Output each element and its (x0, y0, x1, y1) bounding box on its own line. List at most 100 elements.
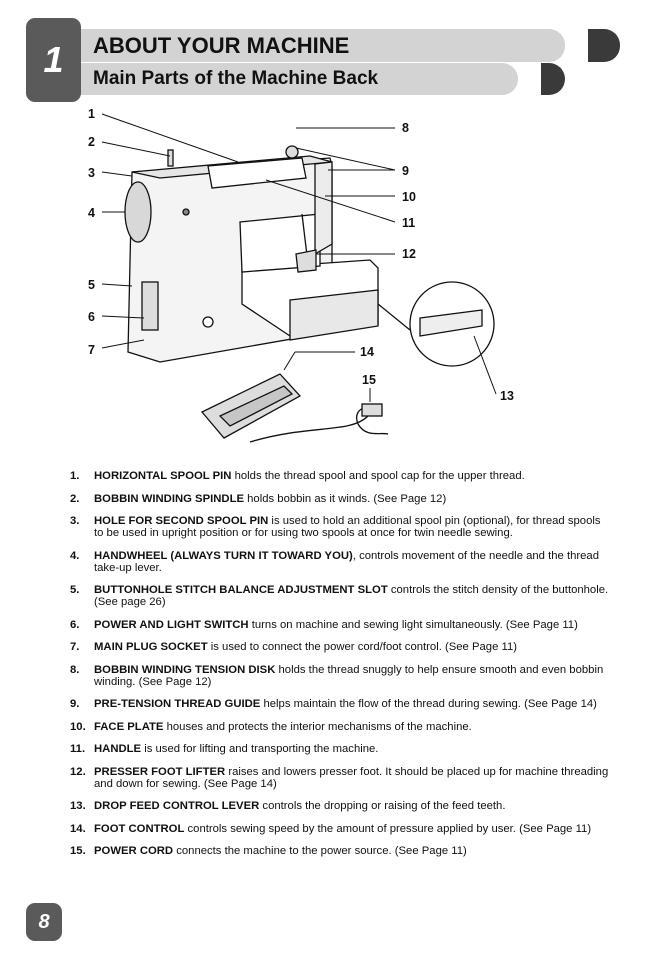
part-name: BOBBIN WINDING TENSION DISK (94, 663, 276, 676)
list-item: 5. BUTTONHOLE STITCH BALANCE ADJUSTMENT S… (70, 584, 610, 608)
page-number: 8 (38, 910, 50, 933)
item-text: FACE PLATE houses and protects the inter… (94, 721, 610, 733)
item-text: POWER CORD connects the machine to the p… (94, 845, 610, 857)
part-description: holds the thread snuggly to help ensure … (94, 663, 604, 688)
part-description: connects the machine to the power source… (173, 845, 467, 857)
item-number: 15. (70, 845, 86, 857)
part-name: HANDLE (94, 743, 142, 755)
item-text: HANDWHEEL (ALWAYS TURN IT TOWARD YOU), c… (94, 550, 610, 574)
part-name: FOOT CONTROL (94, 822, 185, 835)
part-description: houses and protects the interior mechani… (163, 720, 472, 733)
list-item: 10. FACE PLATE houses and protects the in… (70, 721, 610, 733)
part-description: , controls movement of the needle and th… (94, 549, 599, 574)
handle (207, 157, 307, 189)
part-name: POWER AND LIGHT SWITCH (94, 618, 249, 631)
screw (182, 208, 190, 216)
title-chevron-gap (565, 29, 588, 62)
item-number: 7. (70, 641, 80, 653)
list-item: 9. PRE-TENSION THREAD GUIDE helps maintai… (70, 698, 610, 710)
callout-2: 2 (88, 135, 95, 149)
title-chevron-icon (588, 29, 620, 62)
part-description: turns on machine and sewing light simult… (248, 618, 578, 631)
list-item: 2.BOBBIN WINDING SPINDLE holds bobbin as… (70, 493, 610, 505)
callout-9: 9 (402, 164, 409, 178)
callout-12: 12 (402, 247, 416, 261)
bed-front (289, 289, 379, 341)
item-text: PRE-TENSION THREAD GUIDE helps maintain … (94, 698, 610, 710)
list-item: 14. FOOT CONTROL controls sewing speed by… (70, 823, 610, 835)
part-name: BUTTONHOLE STITCH BALANCE ADJUSTMENT SLO… (94, 584, 388, 596)
part-description: holds the thread spool and spool cap for… (231, 470, 525, 482)
callout-14: 14 (360, 345, 374, 359)
item-number: 13. (70, 800, 86, 812)
callout-15: 15 (362, 373, 376, 387)
item-number: 1. (70, 470, 80, 482)
callout-7: 7 (88, 343, 95, 357)
item-number: 12. (70, 765, 86, 778)
part-description: helps maintain the flow of the thread du… (260, 698, 597, 710)
item-text: BOBBIN WINDING TENSION DISK holds the th… (94, 664, 610, 688)
callout-8: 8 (402, 121, 409, 135)
part-name: POWER CORD (94, 845, 174, 857)
item-text: POWER AND LIGHT SWITCH turns on machine … (94, 619, 610, 631)
item-number: 11. (70, 743, 86, 755)
part-name: BOBBIN WINDING SPINDLE (94, 492, 244, 505)
part-description: controls the stitch density of the butto… (94, 584, 609, 608)
part-name: FACE PLATE (94, 720, 164, 733)
part-description: raises and lowers presser foot. It shoul… (94, 765, 609, 790)
item-number: 5. (70, 584, 80, 596)
page-title: ABOUT YOUR MACHINE (81, 29, 565, 62)
knob (202, 316, 214, 328)
part-name: PRESSER FOOT LIFTER (94, 765, 226, 778)
chapter-number: 1 (43, 39, 64, 80)
spool-pin (167, 149, 174, 167)
tension-disk (285, 145, 299, 159)
list-item: 8. BOBBIN WINDING TENSION DISK holds the … (70, 664, 610, 688)
part-name: DROP FEED CONTROL LEVER (94, 800, 260, 812)
item-number: 9. (70, 698, 80, 710)
item-number: 4. (70, 549, 80, 562)
item-number: 6. (70, 618, 80, 631)
parts-list: 1. HORIZONTAL SPOOL PIN holds the thread … (70, 470, 610, 868)
item-text: HANDLE is used for lifting and transport… (94, 743, 610, 755)
page-number-badge: 8 (26, 903, 62, 941)
item-text: DROP FEED CONTROL LEVER controls the dro… (94, 800, 610, 812)
part-description: controls the dropping or raising of the … (259, 800, 506, 812)
item-text: FOOT CONTROL controls sewing speed by th… (94, 823, 610, 835)
item-number: 14. (70, 822, 86, 835)
machine-illustration: 1 2 3 4 5 6 7 8 9 10 11 12 13 14 15 (88, 107, 514, 443)
callout-1: 1 (88, 107, 95, 121)
part-name: HANDWHEEL (ALWAYS TURN IT TOWARD YOU) (94, 549, 353, 562)
item-number: 3. (70, 515, 80, 527)
list-item: 13. DROP FEED CONTROL LEVER controls the … (70, 800, 610, 812)
callout-3: 3 (88, 166, 95, 180)
handwheel (124, 181, 152, 243)
list-item: 3. HOLE FOR SECOND SPOOL PIN is used to h… (70, 515, 610, 539)
item-text: HOLE FOR SECOND SPOOL PIN is used to hol… (94, 515, 610, 539)
callout-11: 11 (402, 216, 415, 230)
list-item: 4. HANDWHEEL (ALWAYS TURN IT TOWARD YOU),… (70, 550, 610, 574)
part-description: is used to hold an additional spool pin … (94, 515, 601, 539)
part-description: controls sewing speed by the amount of p… (184, 822, 592, 835)
part-name: HORIZONTAL SPOOL PIN (94, 470, 232, 482)
list-item: 11. HANDLE is used for lifting and transp… (70, 743, 610, 755)
item-number: 8. (70, 663, 80, 676)
face-plate (314, 161, 333, 256)
part-name: MAIN PLUG SOCKET (94, 641, 208, 653)
part-description: is used to connect the power cord/foot c… (207, 641, 517, 653)
power-plug (361, 403, 383, 417)
callout-10: 10 (402, 190, 416, 204)
subtitle-chevron-icon (541, 63, 565, 95)
list-item: 12. PRESSER FOOT LIFTER raises and lowers… (70, 766, 610, 790)
chapter-number-tab: 1 (26, 18, 81, 102)
switch-panel (141, 281, 159, 331)
item-number: 10. (70, 720, 86, 733)
list-item: 15. POWER CORD connects the machine to th… (70, 845, 610, 857)
item-text: BUTTONHOLE STITCH BALANCE ADJUSTMENT SLO… (94, 584, 610, 608)
callout-4: 4 (88, 206, 95, 220)
item-text: PRESSER FOOT LIFTER raises and lowers pr… (94, 766, 610, 790)
callout-5: 5 (88, 278, 95, 292)
part-description: holds bobbin as it winds. (See Page 12) (244, 492, 447, 505)
machine-back-diagram: 1 2 3 4 5 6 7 8 9 10 11 12 13 14 15 (70, 104, 610, 464)
item-text: HORIZONTAL SPOOL PIN holds the thread sp… (94, 470, 610, 482)
